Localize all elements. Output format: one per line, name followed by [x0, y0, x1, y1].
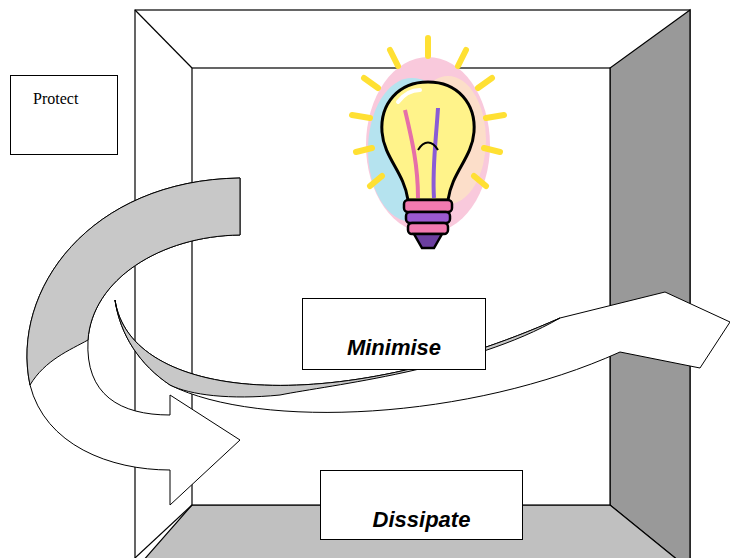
lightbulb-clipart [352, 38, 504, 248]
text-box: Minimise [302, 298, 486, 370]
box-label: Protect [33, 90, 113, 108]
box-label: Minimise [307, 335, 481, 361]
curved-arrow [115, 292, 730, 412]
box-label: Dissipate [325, 507, 518, 533]
text-box: Dissipate [320, 470, 523, 540]
text-box: Protect [10, 75, 118, 155]
bevel-frame [135, 10, 690, 558]
